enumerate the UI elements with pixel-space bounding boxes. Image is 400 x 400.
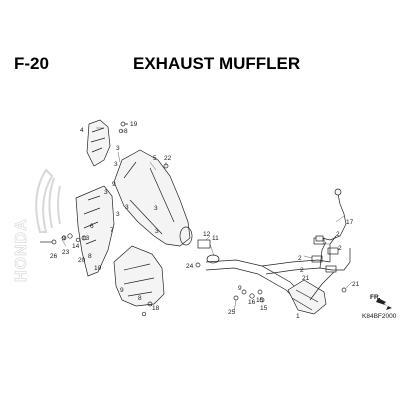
callout-5: 5 <box>153 155 157 162</box>
honda-brand-text: HONDA <box>13 218 30 282</box>
callout-labels: 4 19 8 3 5 22 3 3 9 3 3 3 7 3 6 12 11 24… <box>50 121 360 320</box>
callout-2: 2 <box>336 231 340 238</box>
part-9-lower-protector <box>113 245 165 307</box>
part-4-protector <box>86 119 111 167</box>
catalog-code: K84BF2000 <box>362 313 397 320</box>
leader-lines <box>61 123 353 313</box>
callout-8: 8 <box>138 295 142 302</box>
callout-14: 14 <box>72 243 80 250</box>
fastener-group-bottom <box>141 262 347 317</box>
callout-13: 13 <box>82 235 90 242</box>
part-12-gasket <box>197 239 211 249</box>
front-arrow-icon <box>376 298 392 310</box>
part-5-muffler-body <box>113 149 193 247</box>
callout-7: 7 <box>110 227 114 234</box>
honda-wing-logo <box>35 168 61 233</box>
callout-2: 2 <box>300 267 304 274</box>
part-2-gaskets <box>311 237 339 273</box>
callout-3: 3 <box>155 228 159 235</box>
part-1-exhaust-pipe <box>205 235 351 315</box>
callout-2: 2 <box>298 255 302 262</box>
callout-26: 26 <box>50 253 58 260</box>
fastener-group-left <box>40 233 87 245</box>
callout-19: 19 <box>130 121 138 128</box>
callout-10: 10 <box>94 265 102 272</box>
callout-15: 15 <box>256 297 264 304</box>
callout-3: 3 <box>125 204 129 211</box>
honda-watermark: HONDA <box>13 168 61 282</box>
callout-9: 9 <box>112 181 116 188</box>
callout-16: 16 <box>248 299 256 306</box>
callout-8: 8 <box>88 253 92 260</box>
callout-22: 22 <box>164 155 172 162</box>
callout-25: 25 <box>228 309 236 316</box>
page-title: EXHAUST MUFFLER <box>133 54 300 73</box>
front-direction-marker: FR. <box>370 294 392 310</box>
callout-9: 9 <box>62 235 66 242</box>
callout-8: 8 <box>124 128 128 135</box>
callout-21: 21 <box>302 275 310 282</box>
callout-20: 20 <box>78 257 86 264</box>
callout-23: 23 <box>62 249 70 256</box>
part-17-o2-sensor <box>315 188 347 242</box>
callout-3: 3 <box>154 205 158 212</box>
callout-6: 6 <box>90 223 94 230</box>
callout-21: 21 <box>352 281 360 288</box>
callout-12: 12 <box>203 231 211 238</box>
callout-11: 11 <box>212 235 219 242</box>
callout-17: 17 <box>346 219 354 226</box>
callout-3: 3 <box>114 161 118 168</box>
callout-18: 18 <box>152 305 160 312</box>
part-11-joint <box>206 254 220 264</box>
front-marker-label: FR. <box>370 294 381 301</box>
callout-24: 24 <box>186 263 194 270</box>
callout-15: 15 <box>260 305 268 312</box>
callout-9: 9 <box>120 287 124 294</box>
callout-9: 9 <box>238 285 242 292</box>
callout-1: 1 <box>296 313 300 320</box>
callout-2: 2 <box>338 245 342 252</box>
callout-4: 4 <box>80 127 84 134</box>
callout-3: 3 <box>104 189 108 196</box>
callout-3: 3 <box>116 145 120 152</box>
section-code: F-20 <box>14 54 49 73</box>
part-6-muffler-cover <box>75 185 115 277</box>
callout-3: 3 <box>116 211 120 218</box>
